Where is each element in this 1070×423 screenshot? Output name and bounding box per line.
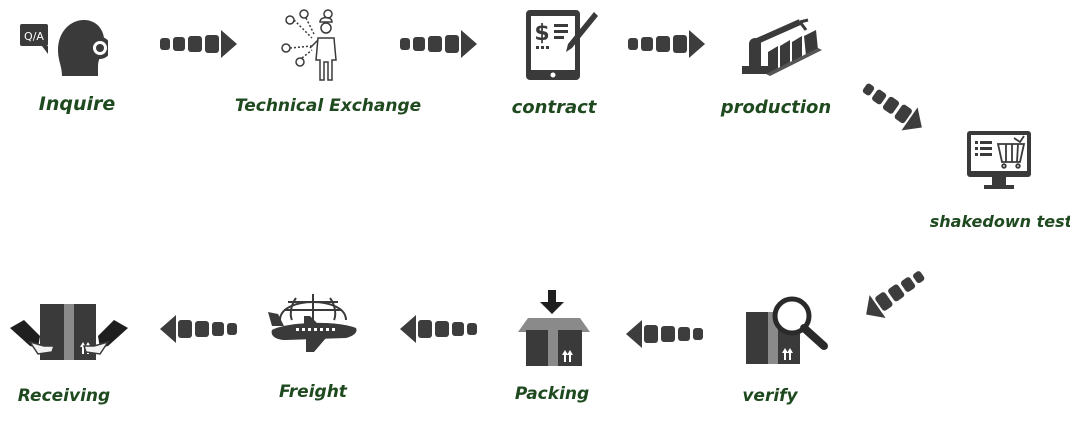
right-arrow-icon bbox=[628, 30, 705, 58]
step-label-technical-exchange: Technical Exchange bbox=[234, 96, 422, 116]
step-label-inquire: Inquire bbox=[38, 93, 116, 115]
engineer-icon bbox=[281, 9, 337, 81]
svg-text:$: $ bbox=[534, 21, 549, 46]
box-magnifier-icon bbox=[746, 296, 828, 364]
monitor-test-icon bbox=[967, 131, 1031, 189]
step-label-receiving: Receiving bbox=[17, 386, 111, 406]
step-label-contract: contract bbox=[511, 97, 597, 118]
step-label-packing: Packing bbox=[514, 384, 590, 404]
step-label-verify: verify bbox=[742, 386, 798, 406]
step-label-shakedown-test: shakedown test bbox=[929, 212, 1070, 231]
step-label-freight: Freight bbox=[279, 382, 347, 402]
open-box-icon bbox=[518, 290, 590, 366]
tablet-contract-icon: $ bbox=[526, 10, 598, 80]
right-arrow-icon bbox=[400, 30, 477, 58]
globe-airplane-icon bbox=[268, 294, 357, 352]
down-left-arrow-icon bbox=[866, 271, 925, 318]
left-arrow-icon bbox=[160, 315, 237, 343]
right-arrow-icon bbox=[160, 30, 237, 58]
step-label-production: production bbox=[720, 97, 832, 118]
customer-service-headset-icon: Q/A bbox=[20, 20, 108, 76]
left-arrow-icon bbox=[626, 320, 703, 348]
robotic-arm-production-icon bbox=[742, 18, 822, 76]
svg-text:Q/A: Q/A bbox=[24, 30, 44, 43]
hands-box-icon bbox=[10, 304, 128, 360]
left-arrow-icon bbox=[400, 315, 477, 343]
down-right-arrow-icon bbox=[862, 83, 922, 131]
